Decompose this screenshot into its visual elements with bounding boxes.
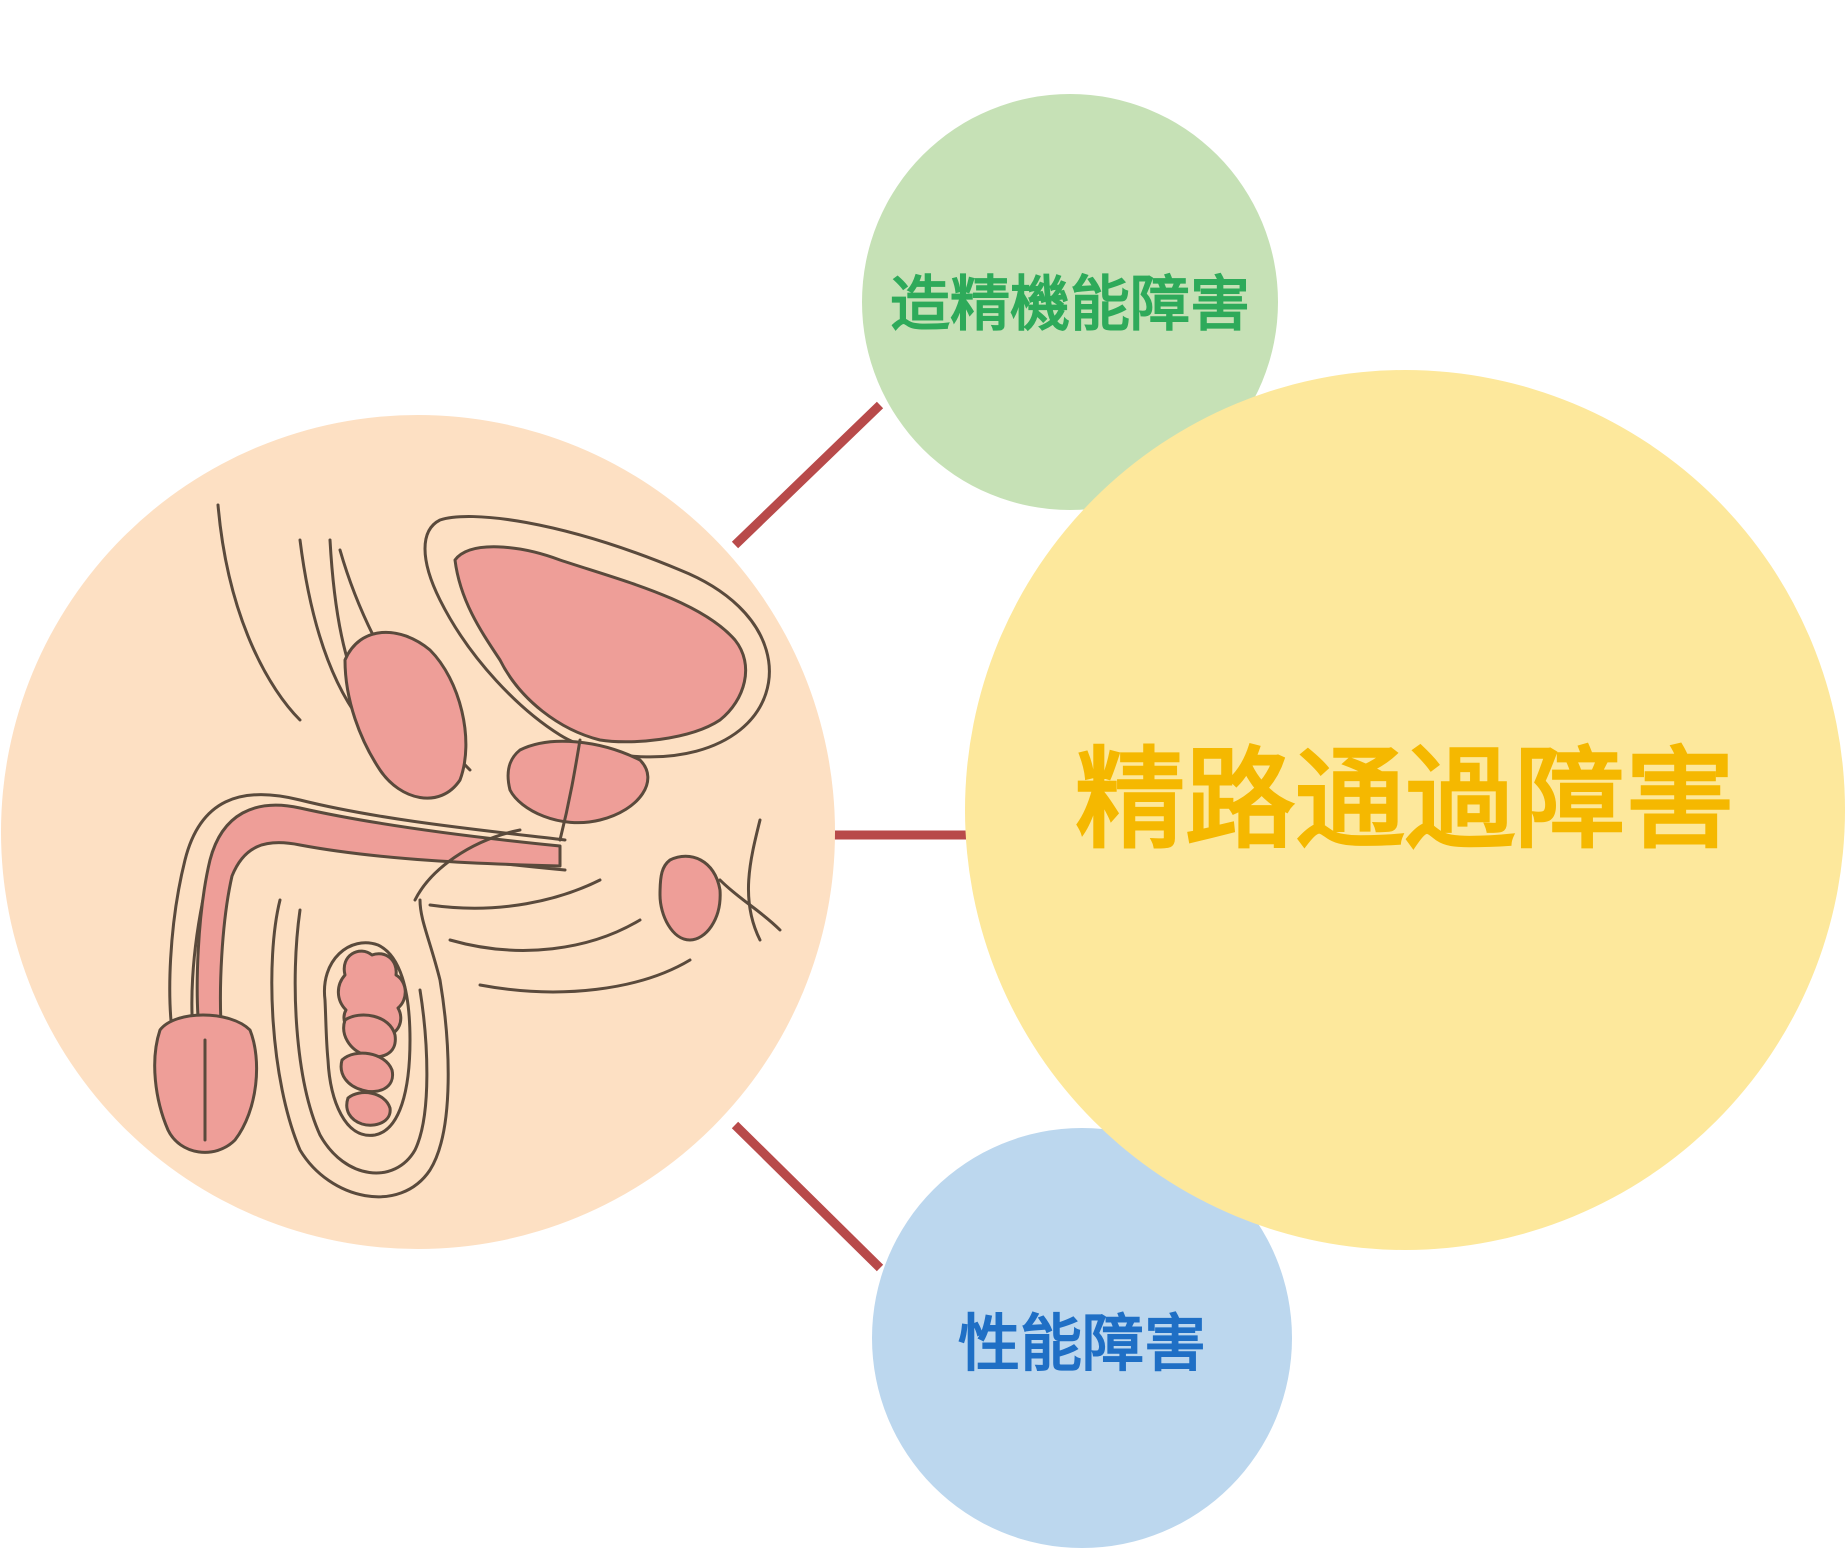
spermatogenesis-circle <box>862 94 1278 510</box>
connector-to-sexual <box>731 1121 884 1272</box>
connectors <box>731 401 968 1272</box>
sexual-function-label: 性能障害 <box>958 1307 1206 1380</box>
connector-to-spermatogenesis <box>731 401 884 549</box>
sexual-function-circle <box>872 1128 1292 1548</box>
male-reproductive-anatomy-icon <box>153 503 782 1199</box>
sperm-passage-circle <box>965 370 1845 1250</box>
sperm-passage-label: 精路通過障害 <box>1075 736 1735 864</box>
spermatogenesis-label: 造精機能障害 <box>890 270 1250 340</box>
